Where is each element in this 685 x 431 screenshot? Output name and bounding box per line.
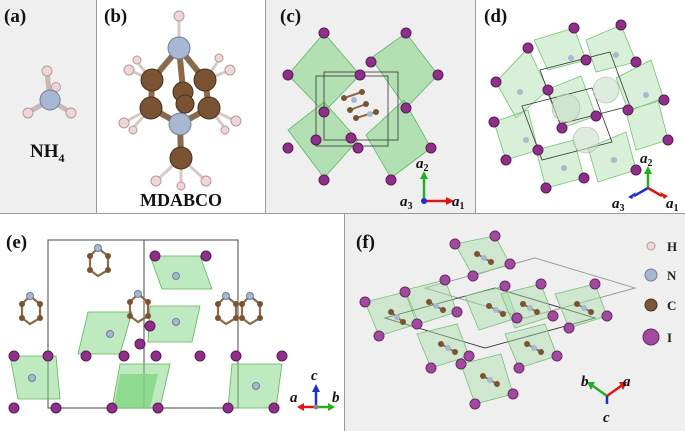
axis-label-d-a2: a2 [640, 151, 653, 169]
axis-label-a3: a3 [400, 194, 413, 212]
legend-swatch-n [644, 268, 658, 282]
legend: H N C I [642, 239, 677, 346]
divider-v4 [344, 214, 345, 431]
panel-d-label: (d) [484, 6, 508, 27]
axis-triad-d: a2 a1 a3 [612, 151, 679, 213]
panel-b-label: (b) [104, 6, 128, 27]
axis-label-d-a3: a3 [612, 196, 625, 213]
axis-label-d-a1: a1 [666, 196, 679, 213]
perovskite-c-structure: a2 a1 a3 [282, 27, 465, 212]
perovskite-d-structure: a2 a1 a3 [488, 19, 679, 213]
axis-label-e-b: b [332, 390, 340, 406]
nh4-caption: NH4 [30, 141, 65, 165]
mdabco-caption: MDABCO [140, 190, 222, 210]
divider-v2 [265, 0, 266, 213]
legend-label-h: H [667, 239, 677, 254]
divider-v1 [96, 0, 97, 213]
axis-triad-e: c a b [290, 368, 340, 411]
panel-a-label: (a) [4, 6, 27, 27]
panel-e: (e) [0, 214, 344, 431]
panel-f-label: (f) [356, 232, 375, 253]
divider-v3 [475, 0, 476, 213]
perovskite-e-structure: c a b [8, 239, 340, 414]
mdabco-molecule [118, 10, 242, 191]
panel-d: (d) [476, 0, 685, 213]
axis-label-e-c: c [311, 368, 318, 384]
perovskite-f-structure: H N C I b a c [359, 230, 677, 426]
legend-swatch-h [646, 241, 656, 251]
axis-triad-f: b a c [581, 374, 631, 426]
axis-label-a1: a1 [452, 194, 465, 212]
divider-h [0, 213, 685, 214]
panel-c: (c) a2 a1 a3 [266, 0, 475, 213]
legend-label-i: I [667, 330, 672, 345]
panel-f: (f) [345, 214, 685, 431]
legend-swatch-i [642, 328, 660, 346]
panel-c-label: (c) [280, 6, 302, 27]
panel-b: (b) MDABCO [97, 0, 265, 213]
axis-label-f-c: c [603, 410, 610, 426]
panel-e-label: (e) [6, 232, 28, 253]
legend-swatch-c [644, 298, 658, 312]
axis-label-a2: a2 [416, 156, 429, 174]
axis-triad-c: a2 a1 a3 [400, 156, 465, 212]
axis-label-f-a: a [623, 374, 631, 390]
legend-label-c: C [667, 298, 676, 313]
axis-label-f-b: b [581, 374, 589, 390]
panel-a: (a) NH4 [0, 0, 96, 213]
legend-label-n: N [667, 268, 677, 283]
axis-label-e-a: a [290, 390, 298, 406]
nh4-molecule [22, 65, 77, 119]
